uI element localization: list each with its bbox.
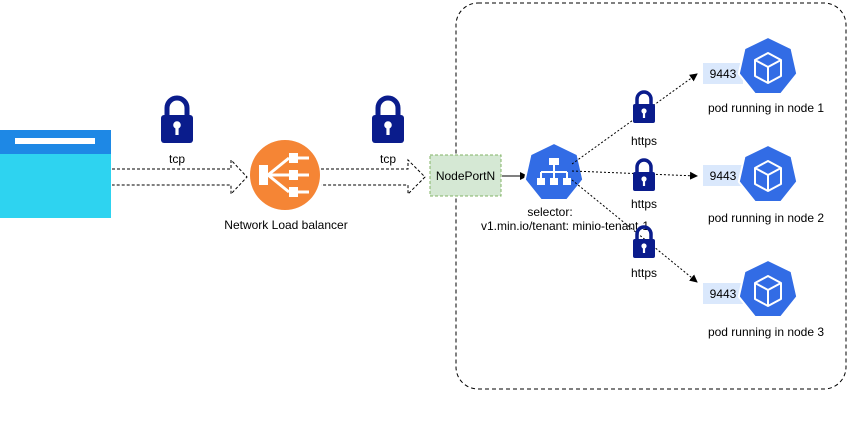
left-tcp-label: tcp — [169, 152, 185, 166]
connection-line — [571, 179, 698, 283]
pod-icon — [737, 144, 799, 203]
https-label: https — [631, 197, 657, 211]
selector-label: selector: — [527, 205, 572, 219]
browser-window-icon — [0, 130, 111, 218]
https-label: https — [631, 266, 657, 280]
https-label: https — [631, 134, 657, 148]
pod-icon — [737, 259, 799, 318]
load-balancer-icon — [250, 140, 320, 210]
selector-value: v1.min.io/tenant: minio-tenant-1 — [481, 219, 649, 233]
pod-label: pod running in node 2 — [708, 211, 824, 225]
lock-icon — [372, 98, 404, 143]
lock-icon — [161, 98, 193, 143]
port-label: 9443 — [710, 169, 737, 183]
lb-to-nodeport-arrow — [321, 158, 426, 196]
pod-icon — [737, 36, 799, 95]
client-to-lb-arrow — [112, 158, 248, 196]
port-label: 9443 — [710, 287, 737, 301]
service-icon — [523, 142, 585, 201]
mid-tcp-label: tcp — [380, 152, 396, 166]
connection-line — [571, 170, 698, 180]
port-badge — [703, 283, 743, 304]
pod-label: pod running in node 3 — [708, 325, 824, 339]
port-badge — [703, 165, 743, 186]
load-balancer-label: Network Load balancer — [224, 218, 347, 232]
nodeport-box — [429, 154, 502, 197]
port-badge — [703, 63, 743, 84]
port-label: 9443 — [710, 67, 737, 81]
lock-icon — [631, 158, 657, 193]
nodeport-label: NodePortN — [436, 169, 495, 183]
pod-label: pod running in node 1 — [708, 101, 824, 115]
lock-icon — [631, 90, 657, 125]
